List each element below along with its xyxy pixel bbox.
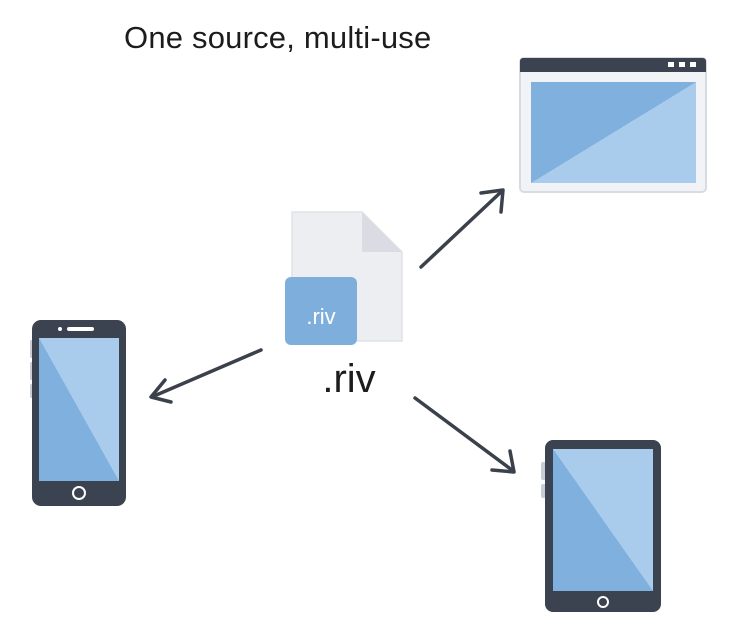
document-icon	[285, 211, 403, 345]
tablet-icon	[541, 440, 661, 612]
arrow-to-smartphone	[149, 348, 263, 404]
file-caption: .riv	[322, 357, 375, 401]
diagram-title: One source, multi-use	[124, 20, 432, 55]
file-badge-label: .riv	[306, 304, 335, 329]
arrow-to-tablet	[413, 396, 516, 474]
browser-window-icon	[519, 57, 707, 193]
arrow-to-browser	[419, 188, 505, 269]
smartphone-icon	[30, 320, 126, 506]
